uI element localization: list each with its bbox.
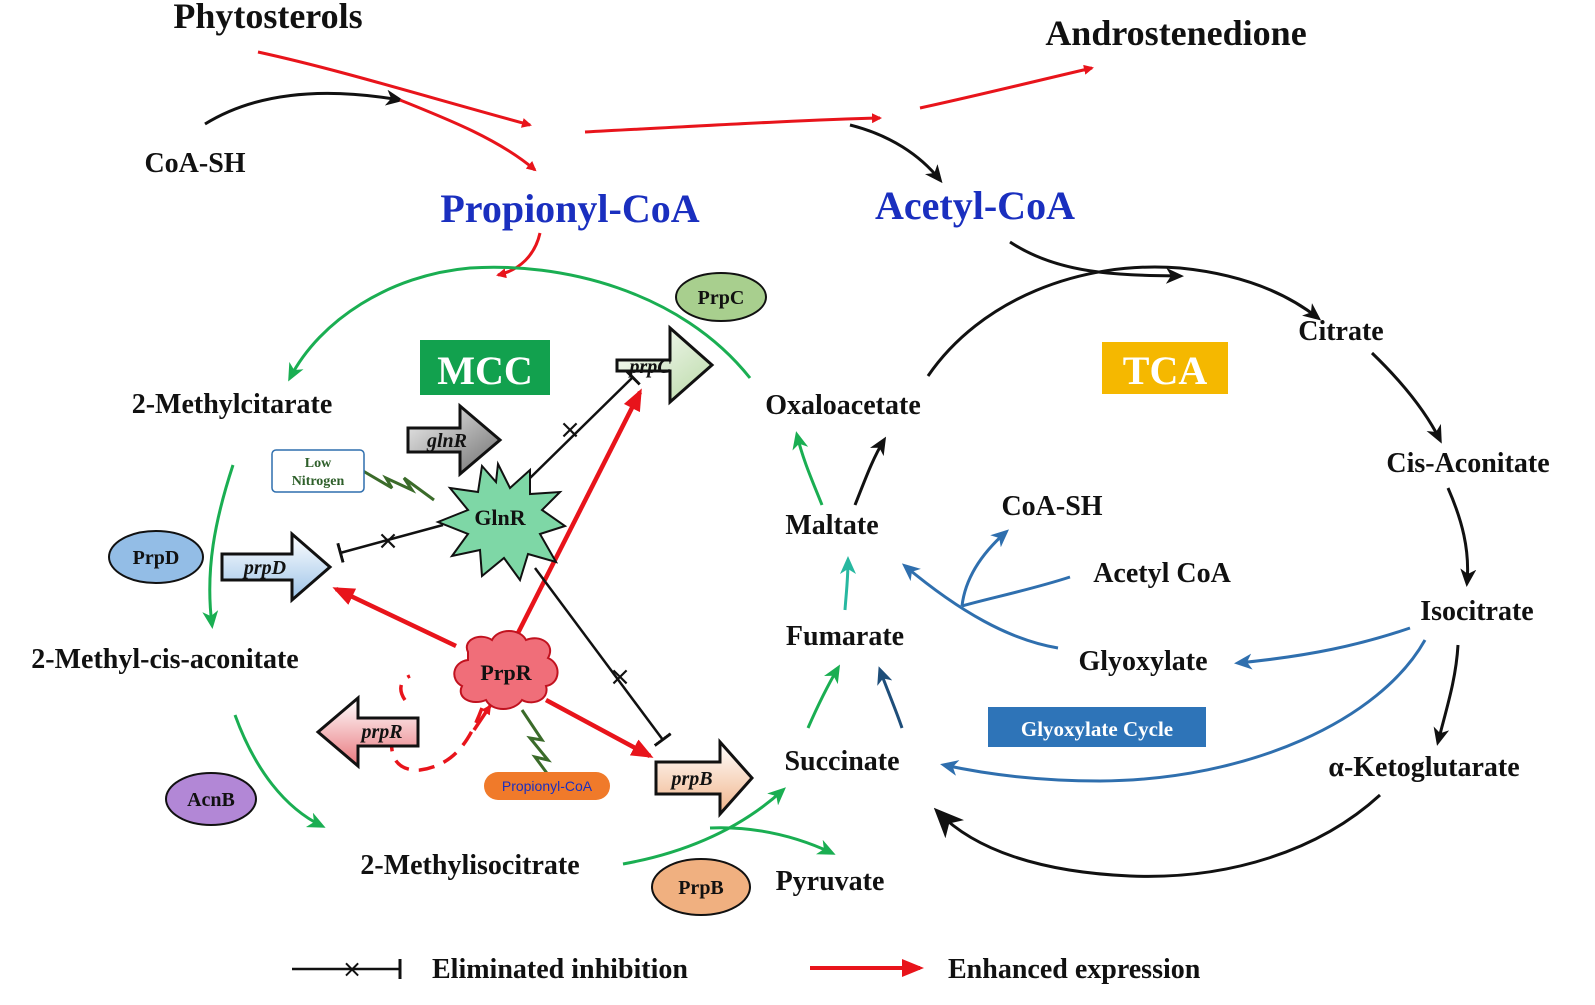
maltate-to-oxaloacetate-black-arrow — [853, 436, 887, 506]
propionyl-coa-label: Propionyl-CoA — [440, 186, 699, 231]
prpr-label: PrpR — [480, 660, 532, 685]
enzyme-prpb: PrpB — [651, 858, 751, 916]
to-androstenedione-arrow — [919, 64, 1094, 110]
gene-prpB: prpB — [654, 738, 755, 818]
cisaconitate-to-isocitrate-arrow — [1446, 487, 1477, 587]
gene-glnR-label: glnR — [426, 430, 467, 452]
glnr-prpc-inhibition — [527, 369, 641, 481]
enzyme-prpc: PrpC — [675, 272, 767, 322]
androstenedione-label: Androstenedione — [1045, 13, 1306, 53]
legend: × Eliminated inhibition Enhanced express… — [292, 954, 1201, 985]
prpr-regulator: PrpR — [453, 630, 559, 710]
phytosterols-arrow — [257, 50, 532, 128]
succinate-label: Succinate — [784, 746, 899, 777]
ketoglutarate-to-succinate-arrow — [933, 793, 1382, 878]
propionyl-coa-signal-label: Propionyl-CoA — [502, 778, 593, 794]
gene-prpC: prpC — [615, 324, 715, 406]
methylisocitrate-label: 2-Methylisocitrate — [360, 850, 579, 881]
acetylcoa-join-line — [961, 575, 1071, 608]
succinate-to-fumarate-navy-arrow — [877, 666, 904, 729]
mcc-box: MCC — [420, 340, 550, 395]
eliminate-mark-prpd: × — [377, 526, 399, 556]
eliminate-mark-prpc: × — [559, 415, 581, 445]
methyl-cis-aconitate-label: 2-Methyl-cis-aconitate — [31, 644, 298, 675]
glnr-label: GlnR — [474, 505, 526, 530]
oxaloacetate-to-citrate-arrow — [926, 265, 1322, 377]
low-nitrogen-line2: Nitrogen — [292, 474, 345, 489]
fumarate-label: Fumarate — [786, 621, 904, 652]
enzyme-acnb-label: AcnB — [187, 789, 235, 811]
tca-label: TCA — [1123, 348, 1208, 393]
isocitrate-to-succinate-arrow — [940, 639, 1427, 783]
isocitrate-to-ketoglutarate-arrow — [1433, 644, 1460, 746]
glyoxylate-cycle-label: Glyoxylate Cycle — [1021, 717, 1173, 741]
methylcitrate-to-aconitate-arrow — [202, 464, 235, 629]
succinate-to-fumarate-green-arrow — [806, 664, 841, 729]
methylisocitrate-branch-arrow — [622, 787, 786, 866]
coa-sh-right-label: CoA-SH — [1001, 491, 1102, 522]
citrate-label: Citrate — [1298, 316, 1384, 347]
propionyl-coa-signal: Propionyl-CoA — [484, 772, 610, 800]
citrate-to-cisaconitate-arrow — [1370, 351, 1442, 444]
eliminate-mark-prpb: × — [609, 662, 631, 692]
legend-eliminated-cross: × — [342, 955, 362, 983]
pyruvate-label: Pyruvate — [776, 866, 885, 897]
acetyl-coa-glyoxylate-label: Acetyl CoA — [1093, 558, 1231, 589]
enzyme-prpd: PrpD — [108, 530, 204, 584]
methylcitrate-label: 2-Methylcitarate — [132, 389, 333, 420]
cis-aconitate-label: Cis-Aconitate — [1386, 448, 1549, 479]
gene-prpC-label: prpC — [627, 356, 671, 378]
glnr-prpd-inhibition — [336, 523, 444, 563]
coa-sh-top-label: CoA-SH — [144, 148, 245, 179]
acetyl-coa-label: Acetyl-CoA — [875, 183, 1075, 228]
propionyl-to-mcc-arrow — [496, 232, 542, 279]
enzyme-prpc-label: PrpC — [698, 287, 745, 309]
maltate-to-oxaloacetate-green-arrow — [792, 431, 824, 506]
maltate-label: Maltate — [785, 510, 878, 541]
isocitrate-to-glyoxylate-arrow — [1234, 626, 1411, 670]
phytosterols-label: Phytosterols — [173, 0, 362, 36]
oxaloacetate-to-methylcitrate-arrow — [288, 265, 752, 382]
enzyme-prpb-label: PrpB — [678, 877, 724, 899]
to-acetyl-branch-arrow — [584, 113, 882, 134]
legend-eliminated-label: Eliminated inhibition — [432, 954, 688, 985]
gene-prpR-label: prpR — [359, 721, 402, 743]
gene-prpR: prpR — [315, 694, 420, 770]
gene-prpB-label: prpB — [669, 768, 712, 790]
coa-sh-arrow — [204, 89, 404, 126]
low-nitrogen-signal-bolt — [357, 466, 435, 502]
glnr-regulator: GlnR — [435, 460, 568, 583]
gene-glnR: glnR — [406, 402, 503, 478]
mcc-label: MCC — [437, 348, 533, 393]
glyoxylate-cycle-box: Glyoxylate Cycle — [988, 707, 1206, 747]
acetyl-to-citrate-arrow — [1009, 240, 1184, 284]
legend-enhanced-label: Enhanced expression — [948, 954, 1201, 985]
glnr-prpb-inhibition — [533, 567, 672, 747]
gene-prpD: prpD — [220, 530, 333, 604]
glyoxylate-to-maltate-arrow — [901, 563, 1059, 650]
glyoxylate-label: Glyoxylate — [1078, 646, 1207, 677]
aconitate-to-methylisocitrate-arrow — [233, 714, 326, 828]
to-propionyl-arrow — [399, 98, 537, 172]
propionyl-coa-signal-bolt — [520, 709, 554, 781]
enzyme-acnb: AcnB — [165, 772, 257, 826]
prpr-to-prpb-arrow — [544, 698, 654, 758]
isocitrate-label: Isocitrate — [1420, 596, 1534, 627]
prpr-to-prpd-arrow — [332, 586, 457, 649]
gene-prpD-label: prpD — [242, 557, 286, 579]
to-coa-sh-arrow — [960, 529, 1009, 607]
prpr-to-prpc-arrow — [515, 388, 643, 635]
low-nitrogen-signal: Low Nitrogen — [271, 449, 365, 493]
ketoglutarate-label: α-Ketoglutarate — [1328, 752, 1519, 783]
prpr-loop-arrowhead — [472, 704, 492, 731]
oxaloacetate-label: Oxaloacetate — [765, 390, 921, 421]
enzyme-prpd-label: PrpD — [133, 547, 180, 569]
to-pyruvate-arrow — [709, 826, 836, 855]
to-acetyl-coa-arrow — [849, 123, 943, 184]
tca-box: TCA — [1102, 342, 1228, 394]
fumarate-to-maltate-arrow — [839, 556, 856, 611]
low-nitrogen-line1: Low — [305, 456, 332, 471]
